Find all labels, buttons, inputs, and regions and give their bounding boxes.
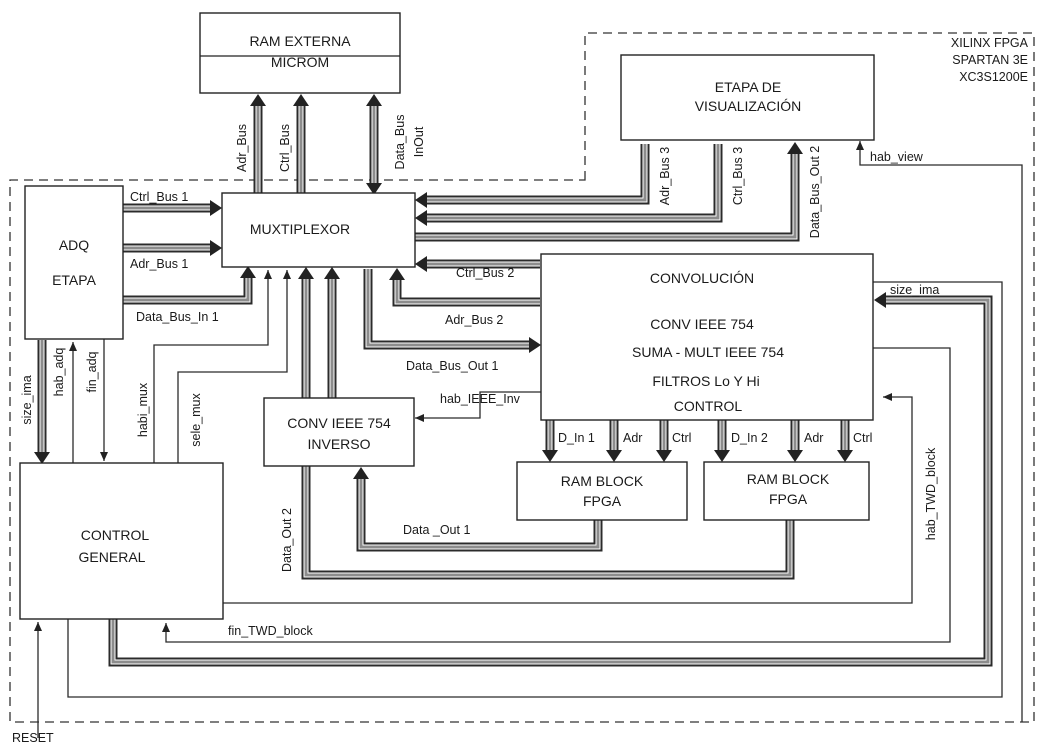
lbl-ctrl-bus-3: Ctrl_Bus 3	[731, 147, 745, 205]
fpga-label-3: XC3S1200E	[959, 70, 1028, 84]
lbl-sele-mux: sele_mux	[189, 393, 203, 447]
sig-sele-mux	[177, 270, 291, 463]
convolucion-line5: CONTROL	[674, 398, 743, 414]
ram-block2-line1: RAM BLOCK	[747, 471, 830, 487]
lbl-inout: InOut	[412, 126, 426, 157]
block-muxtiplexor: MUXTIPLEXOR	[221, 192, 416, 268]
signal-group	[34, 141, 1023, 738]
lbl-ctrl-bus: Ctrl_Bus	[278, 124, 292, 172]
fpga-label-1: XILINX FPGA	[951, 36, 1029, 50]
lbl-ctrl-bus-2: Ctrl_Bus 2	[456, 266, 514, 280]
lbl-d-in-1: D_In 1	[558, 431, 595, 445]
lbl-fin-adq: fin_adq	[85, 351, 99, 392]
lbl-hab-adq: hab_adq	[52, 348, 66, 397]
bus-size-ima	[108, 295, 993, 667]
lbl-fin-twd-block: fin_TWD_block	[228, 624, 313, 638]
block-ram-block-2: RAM BLOCK FPGA	[703, 461, 870, 521]
block-adq: ADQ ETAPA	[24, 185, 124, 340]
lbl-hab-twd-block: hab_TWD_block	[924, 447, 938, 540]
convolucion-line4: FILTROS Lo Y Hi	[652, 373, 759, 389]
lbl-adr-bus: Adr_Bus	[235, 124, 249, 172]
block-ram-block-1: RAM BLOCK FPGA	[516, 461, 688, 521]
block-convolucion: CONVOLUCIÓN CONV IEEE 754 SUMA - MULT IE…	[540, 253, 874, 421]
lbl-size-ima-left: size_ima	[20, 375, 34, 424]
bus-data-out-2	[415, 152, 800, 242]
sig-hab-twd-block	[223, 393, 913, 604]
convolucion-line2: CONV IEEE 754	[650, 316, 754, 332]
lbl-hab-ieee-inv: hab_IEEE_Inv	[440, 392, 521, 406]
lbl-data-bus-in-1: Data_Bus_In 1	[136, 310, 219, 324]
lbl-ctrl-bus-1: Ctrl_Bus 1	[130, 190, 188, 204]
conv-inverso-line2: INVERSO	[307, 436, 370, 452]
control-general-line2: GENERAL	[79, 549, 146, 565]
bus-adr-3	[425, 144, 650, 205]
lbl-ctrl-b: Ctrl	[853, 431, 872, 445]
lbl-d-in-2: D_In 2	[731, 431, 768, 445]
lbl-data-out-1: Data _Out 1	[403, 523, 470, 537]
sig-to-view-loop	[67, 281, 1003, 698]
block-conv-inverso: CONV IEEE 754 INVERSO	[263, 397, 415, 467]
convolucion-line3: SUMA - MULT IEEE 754	[632, 344, 784, 360]
bus-data-in-1	[123, 276, 253, 305]
sig-hab-view	[856, 141, 1023, 722]
lbl-ctrl-a: Ctrl	[672, 431, 691, 445]
lbl-adr-bus-1: Adr_Bus 1	[130, 257, 188, 271]
adq-line1: ADQ	[59, 237, 89, 253]
bus-ctrl-3	[425, 144, 723, 223]
ram-block2-line2: FPGA	[769, 491, 808, 507]
sig-fin-twd-block	[162, 347, 951, 643]
lbl-size-ima-right: size_ima	[890, 283, 939, 297]
block-visualizacion: ETAPA DE VISUALIZACIÓN	[620, 54, 875, 141]
lbl-adr-bus-2: Adr_Bus 2	[445, 313, 503, 327]
bus-adr-2	[392, 278, 540, 307]
visualizacion-line2: VISUALIZACIÓN	[695, 98, 802, 114]
bus-data-out-1-return	[356, 477, 603, 552]
ram-externa-line1: RAM EXTERNA	[249, 33, 351, 49]
lbl-hab-view: hab_view	[870, 150, 924, 164]
sig-hab-ieee-inv	[415, 391, 541, 422]
ram-externa-line2: MICROM	[271, 54, 329, 70]
ram-block1-line1: RAM BLOCK	[561, 473, 644, 489]
lbl-habi-mux: habi_mux	[136, 382, 150, 437]
ram-block1-line2: FPGA	[583, 493, 622, 509]
block-control-general: CONTROL GENERAL	[19, 462, 224, 620]
fpga-boundary	[9, 32, 1035, 723]
bus-arrowheads	[34, 94, 886, 479]
sig-habi-mux	[153, 270, 272, 463]
control-general-line1: CONTROL	[81, 527, 150, 543]
lbl-adr-a: Adr	[623, 431, 642, 445]
convolucion-line1: CONVOLUCIÓN	[650, 270, 754, 286]
lbl-data-bus-out-2: Data_Bus_Out 2	[808, 146, 822, 238]
lbl-data-bus: Data_Bus	[393, 115, 407, 170]
lbl-data-bus-out-1: Data_Bus_Out 1	[406, 359, 498, 373]
lbl-reset: RESET	[12, 731, 54, 745]
conv-inverso-line1: CONV IEEE 754	[287, 415, 391, 431]
lbl-adr-bus-3: Adr_Bus 3	[658, 147, 672, 205]
lbl-adr-b: Adr	[804, 431, 823, 445]
label-group: Adr_Bus Ctrl_Bus Data_Bus InOut Ctrl_Bus…	[12, 115, 939, 745]
visualizacion-line1: ETAPA DE	[715, 79, 781, 95]
fpga-label-2: SPARTAN 3E	[952, 53, 1028, 67]
bus-data-out-1	[363, 269, 531, 350]
adq-line2: ETAPA	[52, 272, 96, 288]
block-ram-externa: RAM EXTERNA MICROM	[199, 12, 401, 94]
lbl-data-out-2: Data_Out 2	[280, 508, 294, 572]
muxtiplexor-label: MUXTIPLEXOR	[250, 221, 350, 237]
